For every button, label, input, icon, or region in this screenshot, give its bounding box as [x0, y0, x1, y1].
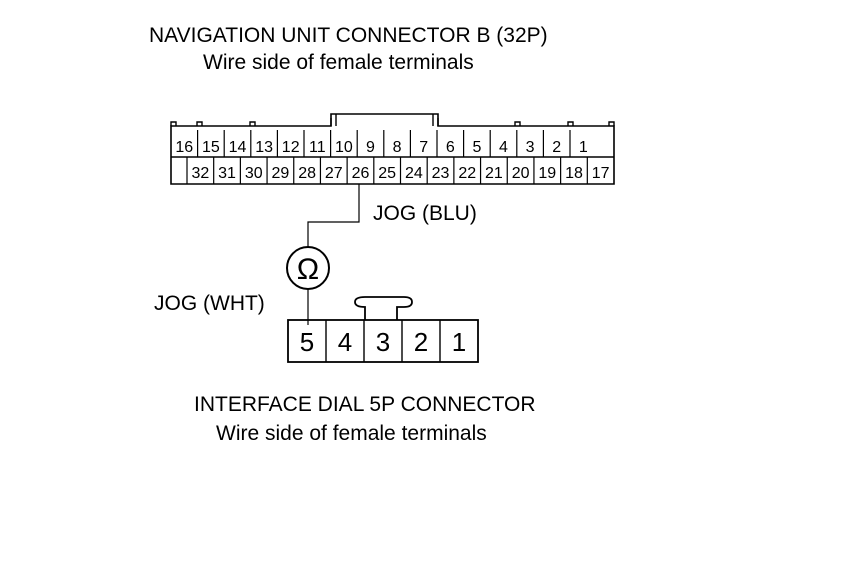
connector-5p-subtitle: Wire side of female terminals	[216, 422, 487, 445]
terminal-label: 5	[300, 327, 314, 357]
terminal-label: 12	[282, 139, 300, 156]
terminal-label: 5	[472, 139, 481, 156]
connector-b-housing	[170, 113, 615, 185]
terminal-label: 10	[335, 139, 353, 156]
terminal-label: 28	[298, 165, 316, 182]
terminal-label: 19	[538, 165, 556, 182]
terminal-label: 1	[579, 139, 588, 156]
terminal-label: 15	[202, 139, 220, 156]
terminal-label: 25	[378, 165, 396, 182]
terminal-label: 22	[458, 165, 476, 182]
terminal-label: 4	[338, 327, 352, 357]
terminal-label: 21	[485, 165, 503, 182]
terminal-label: 16	[175, 139, 193, 156]
jog-wht-label: JOG (WHT)	[154, 292, 265, 315]
connector-5p-housing	[287, 319, 479, 363]
terminal-label: 2	[414, 327, 428, 357]
connector-b-title: NAVIGATION UNIT CONNECTOR B (32P)	[149, 24, 548, 47]
connector-5p-title: INTERFACE DIAL 5P CONNECTOR	[194, 393, 536, 416]
terminal-label: 7	[419, 139, 428, 156]
terminal-label: 26	[352, 165, 370, 182]
connector-b-subtitle: Wire side of female terminals	[203, 51, 474, 74]
terminal-label: 4	[499, 139, 508, 156]
connector-b	[170, 113, 615, 185]
terminal-label: 3	[376, 327, 390, 357]
terminal-label: 13	[255, 139, 273, 156]
connector-5p-lock	[354, 296, 413, 320]
terminal-label: 8	[393, 139, 402, 156]
terminal-label: 27	[325, 165, 343, 182]
terminal-label: 3	[526, 139, 535, 156]
terminal-label: 31	[218, 165, 236, 182]
terminal-label: 23	[432, 165, 450, 182]
terminal-label: 32	[191, 165, 209, 182]
terminal-label: 11	[309, 139, 326, 156]
terminal-label: 6	[446, 139, 455, 156]
terminal-label: 29	[272, 165, 290, 182]
terminal-label: 1	[452, 327, 466, 357]
terminal-label: 17	[592, 165, 610, 182]
connector-b-lock	[330, 114, 439, 126]
ohmmeter: Ω	[286, 246, 330, 290]
terminal-label: 9	[366, 139, 375, 156]
terminal-label: 14	[229, 139, 247, 156]
jog-blu-label: JOG (BLU)	[373, 202, 477, 225]
terminal-label: 30	[245, 165, 263, 182]
terminal-label: 18	[565, 165, 583, 182]
ohm-icon: Ω	[297, 253, 319, 286]
jog-blu-wire	[307, 184, 360, 247]
connector-5p	[354, 296, 413, 320]
terminal-label: 20	[512, 165, 530, 182]
terminal-label: 24	[405, 165, 423, 182]
terminal-label: 2	[552, 139, 561, 156]
